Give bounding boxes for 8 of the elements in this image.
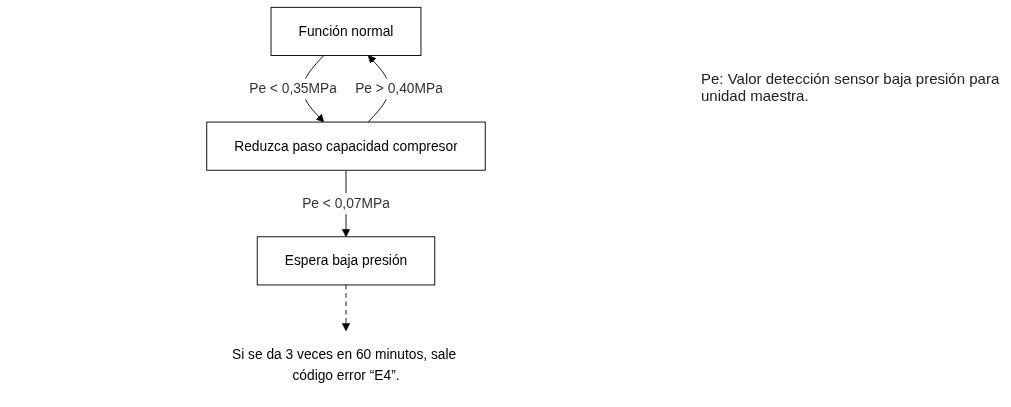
node-box: Reduzca paso capacidad compresor (205, 121, 486, 171)
edge-label: Pe < 0,07MPa (301, 195, 390, 211)
node-box: Función normal (270, 6, 421, 56)
node-box: Espera baja presión (256, 236, 435, 286)
edge-label: Pe < 0,35MPa (248, 80, 337, 96)
edge-label: Pe > 0,40MPa (354, 80, 443, 96)
node-text: Si se da 3 veces en 60 minutos, sale código error “E4”. (231, 346, 456, 383)
note-text: Pe: Valor detección sensor baja presión para unidad maestra. (701, 70, 1001, 104)
